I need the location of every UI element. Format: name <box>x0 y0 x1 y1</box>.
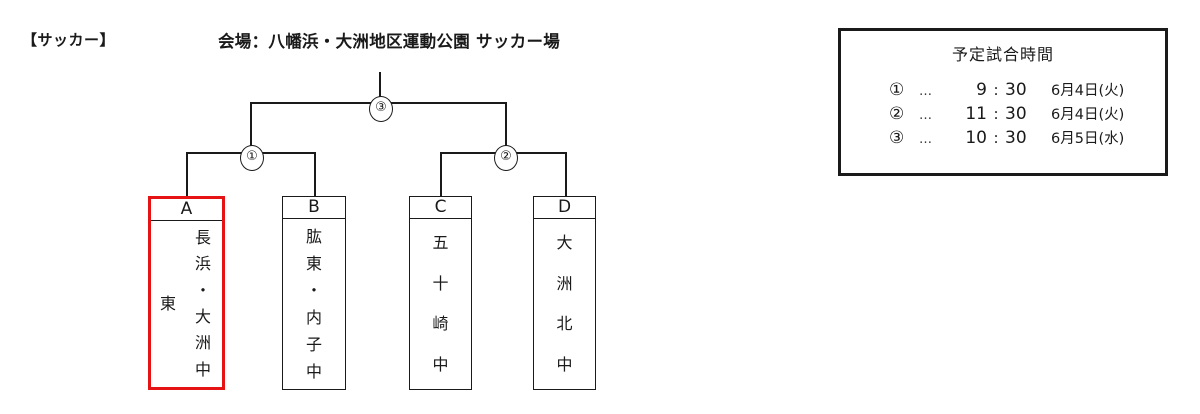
team-name-char-a-4: 洲 <box>194 333 211 353</box>
team-name-char-a-0: 長 <box>194 228 211 248</box>
team-slot-label-c: C <box>410 197 471 219</box>
team-slot-label-a: A <box>151 199 222 221</box>
team-name-char-d-2: 北 <box>556 314 573 334</box>
schedule-panel: 予定試合時間 ① … 9 : 30 6月4日(火) ② … 11 : 30 6月… <box>838 28 1168 176</box>
bracket-final-right-drop <box>505 102 507 153</box>
team-name-char-a-1: 浜 <box>194 254 211 274</box>
schedule-hour: 9 <box>976 80 987 100</box>
team-name-char-b-4: 子 <box>305 334 322 354</box>
schedule-row: ② … 11 : 30 6月4日(火) <box>889 103 1165 127</box>
team-name-char-c-0: 五 <box>432 233 449 253</box>
schedule-date: 6月5日(水) <box>1051 131 1125 147</box>
team-name-char-c-2: 崎 <box>432 314 449 334</box>
venue-title: 会場：八幡浜・大洲地区運動公園 サッカー場 <box>218 32 561 51</box>
schedule-minute: 30 <box>1005 80 1027 100</box>
team-slot-label-d: D <box>534 197 595 219</box>
bracket-semi1-left-drop <box>186 152 188 196</box>
schedule-time-colon: : <box>993 129 999 147</box>
team-name-area-d: 大 洲 北 中 <box>534 219 595 389</box>
schedule-hour: 10 <box>965 128 987 148</box>
schedule-title: 予定試合時間 <box>951 45 1054 64</box>
bracket-semi1-right-drop <box>314 152 316 196</box>
team-name-side-char-a-0: 東 <box>159 294 176 313</box>
sport-title: 【サッカー】 <box>22 31 116 49</box>
team-name-char-a-3: 大 <box>194 307 211 327</box>
schedule-rows: ① … 9 : 30 6月4日(火) ② … 11 : 30 6月4日(火) ③… <box>841 79 1165 151</box>
team-name-area-c: 五 十 崎 中 <box>410 219 471 389</box>
schedule-dots-leader: … <box>919 84 933 99</box>
bracket-semi2-left-drop <box>440 152 442 196</box>
team-name-area-a: 東 長 浜 ・ 大 洲 中 <box>151 221 222 387</box>
schedule-match-number: ① <box>889 80 905 100</box>
schedule-match-number: ③ <box>889 128 905 148</box>
schedule-minute: 30 <box>1005 104 1027 124</box>
team-name-main-column-a: 長 浜 ・ 大 洲 中 <box>190 225 216 383</box>
team-name-char-b-2: ・ <box>305 280 322 300</box>
team-name-main-column-b: 肱 東 ・ 内 子 中 <box>283 223 345 385</box>
schedule-time-colon: : <box>993 105 999 123</box>
team-box-a[interactable]: A 東 長 浜 ・ 大 洲 中 <box>148 196 225 390</box>
team-name-char-d-1: 洲 <box>556 273 573 293</box>
team-name-area-b: 肱 東 ・ 内 子 中 <box>283 219 345 389</box>
team-box-b[interactable]: B 肱 東 ・ 内 子 中 <box>282 196 346 390</box>
schedule-match-number: ② <box>889 104 905 124</box>
schedule-time-colon: : <box>993 81 999 99</box>
team-name-main-column-c: 五 十 崎 中 <box>410 223 471 385</box>
bracket-semi2-right-drop <box>565 152 567 196</box>
bracket-champion-stem <box>379 72 381 103</box>
team-name-char-d-3: 中 <box>556 354 573 374</box>
team-name-char-b-3: 内 <box>305 307 322 327</box>
team-box-c[interactable]: C 五 十 崎 中 <box>409 196 472 390</box>
match-number-3: ③ <box>369 96 393 122</box>
team-name-char-c-3: 中 <box>432 354 449 374</box>
team-name-char-a-5: 中 <box>194 359 211 379</box>
schedule-minute: 30 <box>1005 128 1027 148</box>
schedule-row: ③ … 10 : 30 6月5日(水) <box>889 127 1165 151</box>
schedule-row: ① … 9 : 30 6月4日(火) <box>889 79 1165 103</box>
team-name-char-a-2: ・ <box>194 280 211 300</box>
schedule-date: 6月4日(火) <box>1051 83 1125 99</box>
team-name-side-column-a: 東 <box>157 221 179 387</box>
schedule-dots-leader: … <box>919 108 933 123</box>
match-number-1: ① <box>240 145 264 171</box>
team-box-d[interactable]: D 大 洲 北 中 <box>533 196 596 390</box>
team-name-char-b-5: 中 <box>305 361 322 381</box>
team-name-char-b-0: 肱 <box>305 226 322 246</box>
team-name-char-c-1: 十 <box>432 273 449 293</box>
team-name-char-b-1: 東 <box>305 253 322 273</box>
schedule-dots-leader: … <box>919 132 933 147</box>
match-number-2: ② <box>494 145 518 171</box>
schedule-hour: 11 <box>965 104 987 124</box>
bracket-final-left-drop <box>250 102 252 153</box>
team-slot-label-b: B <box>283 197 345 219</box>
team-name-char-d-0: 大 <box>556 233 573 253</box>
schedule-date: 6月4日(火) <box>1051 107 1125 123</box>
team-name-main-column-d: 大 洲 北 中 <box>534 223 595 385</box>
